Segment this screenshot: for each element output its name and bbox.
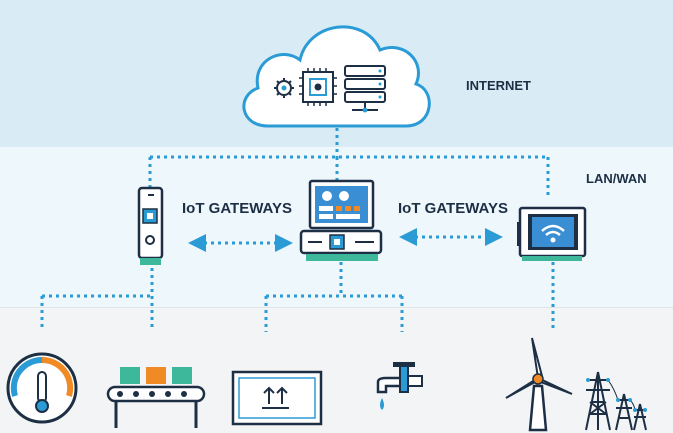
left-gateway-drop-line	[40, 268, 154, 330]
cpu-chip-icon	[299, 68, 337, 106]
devices-zone	[0, 307, 673, 433]
server-stack-icon	[344, 65, 386, 113]
lan-wan-label: LAN/WAN	[586, 171, 647, 186]
gateway-link-arrows	[188, 228, 503, 252]
power-towers-icon	[585, 371, 647, 431]
internet-label: INTERNET	[466, 78, 531, 93]
center-gateway-drop-line	[264, 262, 404, 332]
water-faucet-icon	[376, 362, 423, 410]
cloud-icon	[242, 25, 431, 128]
package-box-icon	[231, 370, 323, 426]
wifi-gateway-icon	[517, 206, 587, 261]
iot-gateways-left-label: IoT GATEWAYS	[182, 200, 293, 217]
desktop-gateway-icon	[299, 179, 383, 261]
handheld-gateway-icon	[137, 186, 164, 265]
connection-lines	[40, 128, 555, 332]
wind-turbine-icon	[505, 337, 573, 432]
thermometer-gauge-icon	[6, 352, 78, 424]
conveyor-belt-icon	[106, 367, 206, 428]
gear-icon	[274, 78, 294, 98]
iot-gateways-right-label: IoT GATEWAYS	[398, 200, 509, 217]
